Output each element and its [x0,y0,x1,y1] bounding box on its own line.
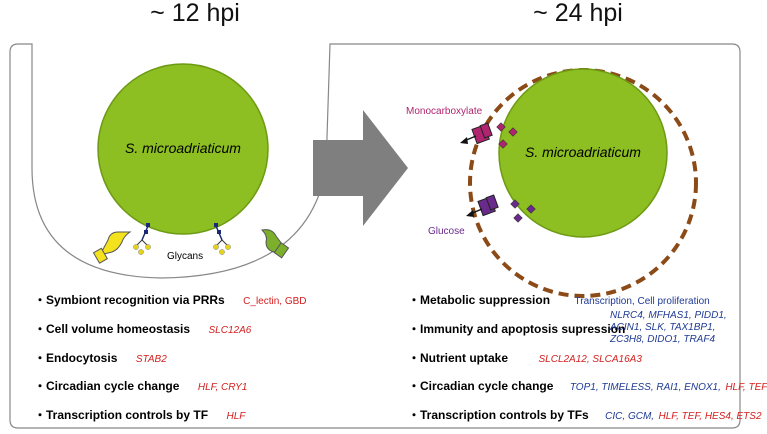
header-12hpi: ~ 12 hpi [150,0,240,27]
monocarboxylate-molecules [496,122,518,149]
panel-border [9,43,741,429]
prr-yellow-icon [92,231,132,264]
monocarboxylate-label: Monocarboxylate [406,106,483,117]
header-24hpi: ~ 24 hpi [533,0,623,27]
right-cell-label: S. microadriaticum [525,144,641,160]
glycan-right [213,223,231,255]
glucose-molecules [510,199,536,223]
transition-arrow [313,110,408,226]
left-symbiont-cell [97,63,269,235]
glucose-label: Glucose [428,226,465,237]
glucose-transporter-icon [466,194,499,217]
glycans-label: Glycans [167,251,203,262]
diagram-canvas: ~ 12 hpi ~ 24 hpi S. microadriaticum Gly… [9,0,741,429]
glycan-left [133,223,151,255]
left-cell-label: S. microadriaticum [125,140,241,156]
right-symbiont-cell [498,68,668,238]
monocarboxylate-transporter-icon [460,122,493,145]
prr-green-icon [260,229,290,259]
